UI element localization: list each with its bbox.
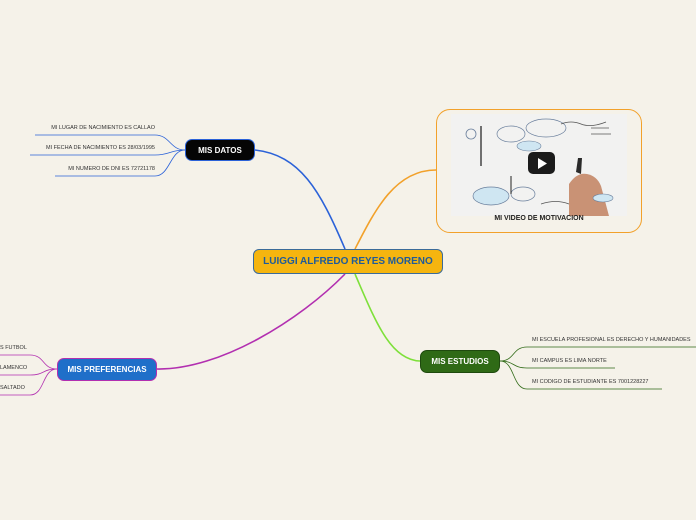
topic-mis-estudios[interactable]: MIS ESTUDIOS xyxy=(420,350,500,373)
video-thumbnail[interactable] xyxy=(451,114,627,216)
link-mis-estudios xyxy=(354,273,421,362)
subtopic-saltado[interactable]: SALTADO xyxy=(0,385,25,391)
link-video xyxy=(354,169,437,250)
subtopic-fecha-nacimiento[interactable]: MI FECHA DE NACIMIENTO ES 28/03/1995 xyxy=(45,145,155,151)
topic-mis-datos[interactable]: MIS DATOS xyxy=(185,139,255,161)
link-est-1 xyxy=(499,346,696,362)
link-mis-preferencias xyxy=(156,273,346,370)
link-datos-3 xyxy=(55,149,186,177)
link-datos-2 xyxy=(30,149,186,156)
link-pref-3 xyxy=(0,368,58,396)
link-est-2 xyxy=(499,360,615,369)
link-pref-1 xyxy=(0,354,58,370)
topic-mis-preferencias[interactable]: MIS PREFERENCIAS xyxy=(57,358,157,381)
subtopic-lugar-nacimiento[interactable]: MI LUGAR DE NACIMIENTO ES CALLAO xyxy=(51,125,155,131)
subtopic-codigo[interactable]: MI CODIGO DE ESTUDIANTE ES 7001228227 xyxy=(532,379,649,385)
play-icon[interactable] xyxy=(528,152,555,174)
link-pref-2 xyxy=(0,368,58,376)
subtopic-escuela[interactable]: MI ESCUELA PROFESIONAL ES DERECHO Y HUMA… xyxy=(532,337,691,343)
central-topic[interactable]: LUIGGI ALFREDO REYES MORENO xyxy=(253,249,443,274)
subtopic-flamenco[interactable]: LAMENCO xyxy=(0,365,28,371)
video-label: MI VIDEO DE MOTIVACION xyxy=(494,215,584,222)
link-est-3 xyxy=(499,360,662,390)
link-mis-datos xyxy=(254,149,346,250)
subtopic-futbol[interactable]: S FUTBOL xyxy=(0,345,27,351)
subtopic-dni[interactable]: MI NUMERO DE DNI ES 72721178 xyxy=(68,166,155,172)
subtopic-campus[interactable]: MI CAMPUS ES LIMA NORTE xyxy=(532,358,607,364)
video-topic[interactable]: MI VIDEO DE MOTIVACION xyxy=(436,109,642,233)
link-datos-1 xyxy=(35,134,186,151)
